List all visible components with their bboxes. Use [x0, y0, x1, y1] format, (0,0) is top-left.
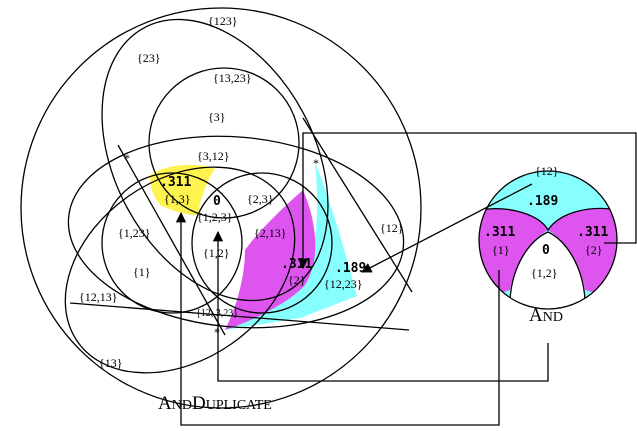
- label-1-2: {1,2}: [203, 246, 230, 260]
- caption-dup-nd: ND: [172, 398, 192, 413]
- set-13-ellipse: [64, 166, 296, 374]
- star-right: *: [313, 156, 319, 170]
- and-magenta-left: [479, 208, 548, 300]
- magenta-region-main: [225, 190, 316, 330]
- label-1-2-3: {1,2,3}: [197, 210, 233, 224]
- set-123-circle: [20, 7, 422, 409]
- and-white-center: [510, 232, 585, 309]
- set-1-circle: [101, 172, 243, 314]
- label-12-13: {12,13}: [79, 290, 118, 304]
- label-3: {3}: [208, 110, 226, 124]
- label-3-12: {3,12}: [197, 149, 230, 163]
- set-2-circle: [191, 172, 333, 314]
- label-2: {2}: [288, 273, 306, 287]
- set-3-circle: [148, 67, 300, 219]
- label-2-3: {2,3}: [247, 192, 274, 206]
- and-value-center: 0: [542, 243, 550, 258]
- caption-and-first: A: [529, 305, 543, 326]
- and-label-1-2: {1,2}: [531, 266, 558, 280]
- and-value-left: .311: [484, 225, 515, 240]
- label-12: {12}: [380, 221, 404, 235]
- and-circle: [478, 170, 618, 310]
- label-1: {1}: [133, 265, 151, 279]
- yellow-region: [150, 164, 215, 215]
- caption-and: AND: [529, 305, 563, 326]
- and-label-12: {12}: [535, 164, 559, 178]
- value-cyan: .189: [335, 261, 366, 276]
- label-13: {13}: [99, 356, 123, 370]
- star-bottom: *: [214, 325, 220, 339]
- line-right-diagonal: [302, 117, 413, 293]
- label-12-23: {12,23}: [324, 277, 363, 291]
- label-1-3: {1,3}: [164, 192, 191, 206]
- connector-12-to-cyan: [361, 183, 533, 273]
- and-label-2: {2}: [585, 243, 603, 257]
- and-value-right: .311: [577, 225, 608, 240]
- value-magenta: .311: [281, 257, 312, 272]
- label-23: {23}: [137, 51, 161, 65]
- label-123: {123}: [208, 14, 238, 28]
- caption-dup-a: A: [158, 393, 172, 414]
- caption-dup-rest: UPLICATE: [206, 398, 272, 413]
- value-center-zero: 0: [213, 194, 221, 209]
- label-2-13: {2,13}: [254, 226, 287, 240]
- label-1-23: {1,23}: [118, 226, 151, 240]
- and-label-1: {1}: [492, 243, 510, 257]
- connector-andduplicate: [175, 211, 500, 426]
- set-23-ellipse: [101, 18, 329, 302]
- and-magenta-right: [548, 208, 617, 300]
- caption-dup-d: D: [192, 393, 206, 414]
- line-12-13: [69, 302, 410, 331]
- set-12-ellipse: [67, 135, 405, 329]
- caption-and-rest: ND: [543, 310, 563, 325]
- cyan-region-main: [225, 162, 357, 330]
- label-13-23: {13,23}: [213, 71, 252, 85]
- label-12-3-23: {12, 3,23}: [196, 308, 238, 319]
- star-left: *: [124, 151, 130, 165]
- line-left-diagonal: [117, 144, 226, 336]
- value-yellow: .311: [160, 175, 191, 190]
- connector-and-caption: [212, 230, 549, 382]
- caption-andduplicate: ANDDUPLICATE: [158, 393, 272, 414]
- connector-and-to-magenta: [297, 132, 637, 270]
- and-value-cyan: .189: [527, 194, 558, 209]
